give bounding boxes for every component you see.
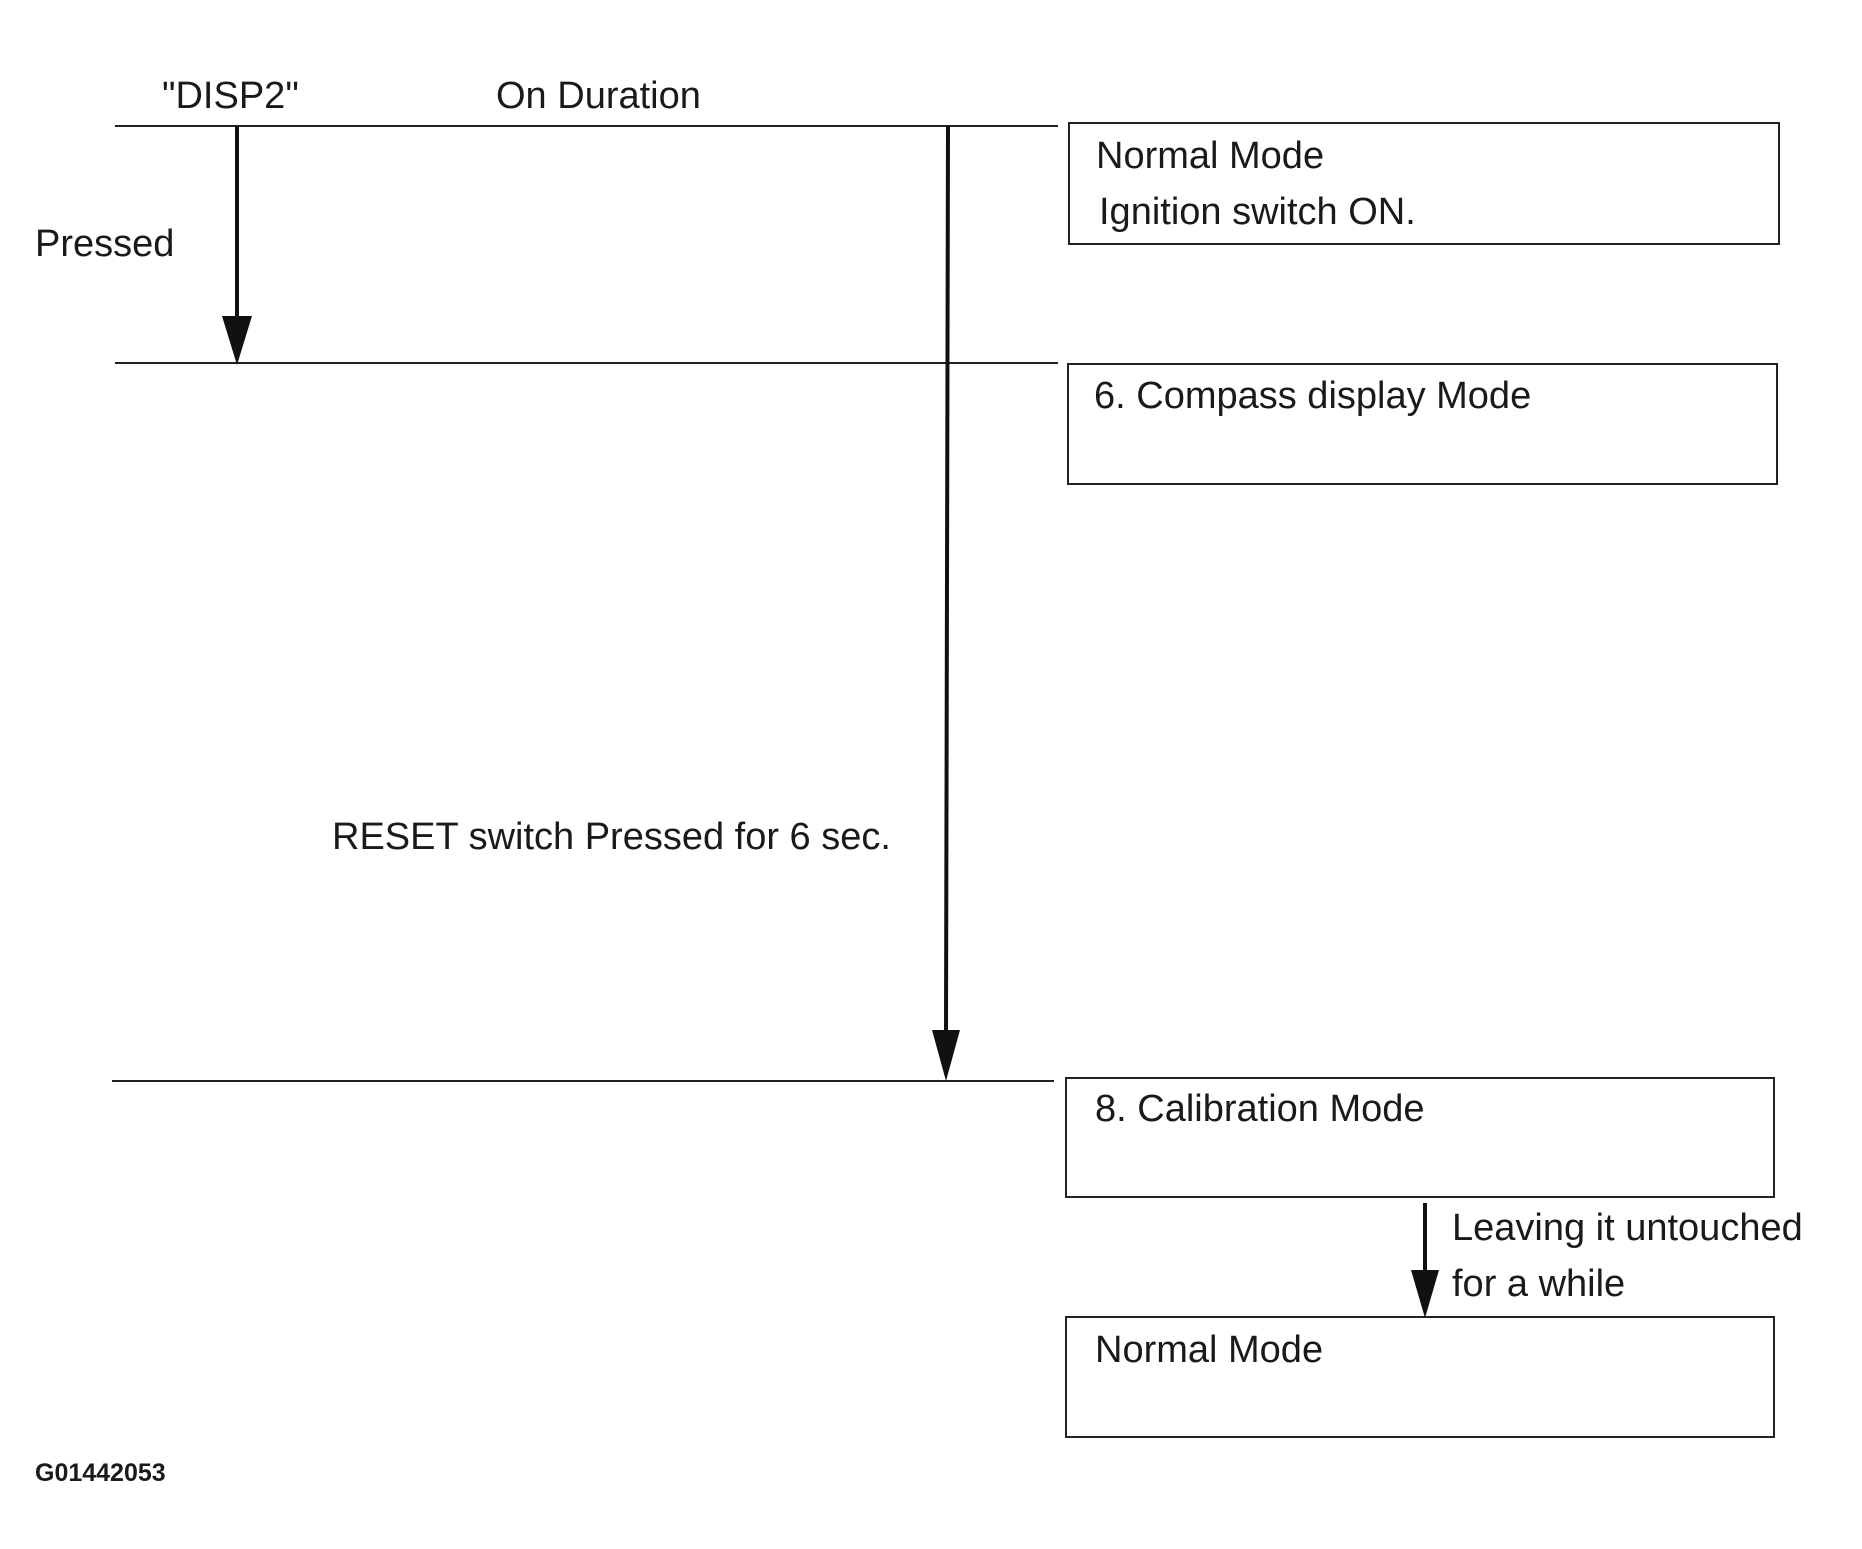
normal-mode-start-title: Normal Mode [1096, 135, 1324, 177]
leaving-untouched-label-line1: Leaving it untouched [1452, 1207, 1803, 1249]
reset-hold-arrow [932, 125, 960, 1081]
disp2-pressed-arrow [222, 126, 252, 365]
compass-display-mode-box: 6. Compass display Mode [1067, 363, 1778, 485]
on-duration-column-label: On Duration [496, 75, 701, 117]
figure-code: G01442053 [35, 1459, 166, 1487]
calibration-mode-box: 8. Calibration Mode [1065, 1077, 1775, 1198]
disp2-column-label: "DISP2" [162, 75, 299, 117]
compass-display-mode-title: 6. Compass display Mode [1094, 375, 1531, 417]
leaving-untouched-arrow [1411, 1203, 1439, 1318]
calibration-mode-title: 8. Calibration Mode [1095, 1088, 1425, 1130]
normal-mode-start-box: Normal Mode Ignition switch ON. [1068, 122, 1780, 245]
normal-mode-end-box: Normal Mode [1065, 1316, 1775, 1438]
leaving-untouched-label-line2: for a while [1452, 1263, 1625, 1305]
pressed-label: Pressed [35, 223, 174, 265]
reset-press-label: RESET switch Pressed for 6 sec. [332, 816, 891, 858]
normal-mode-end-title: Normal Mode [1095, 1329, 1323, 1371]
normal-mode-start-detail: Ignition switch ON. [1099, 191, 1416, 233]
